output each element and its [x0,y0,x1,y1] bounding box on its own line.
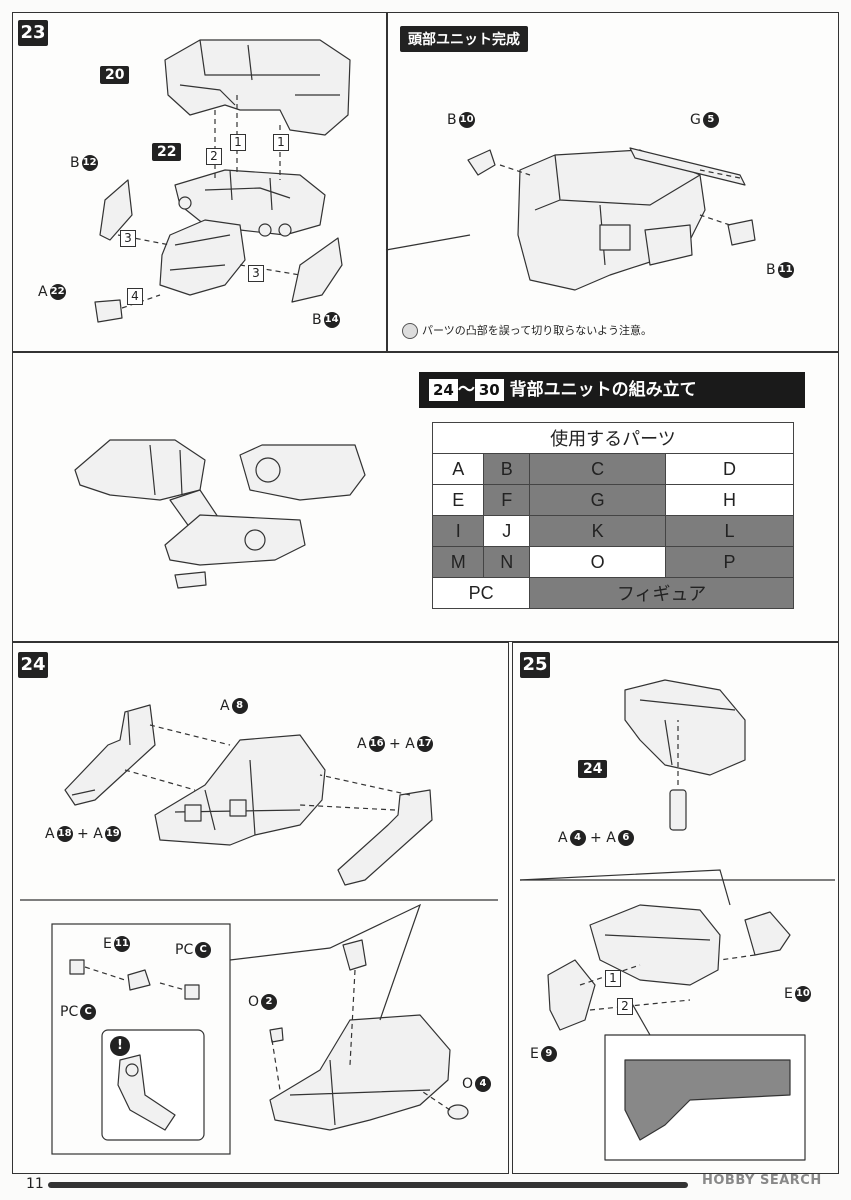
arm-a18-a19-illustration [64,704,156,806]
inset-frames [20,879,835,1155]
parts-cell-i: I [431,515,485,547]
order-box-1a: 1 [230,134,246,151]
parts-cell-k: K [529,515,667,547]
brand-watermark: HOBBY SEARCH [702,1173,822,1188]
panel-divider-23 [386,12,388,352]
tag-part-24: 24 [578,760,608,778]
back-unit-assembly-title: 24〜30 背部ユニットの組み立て [419,372,805,408]
parts-cell-figure: フィギュア [529,577,794,609]
warning-icon: ! [110,1036,130,1056]
block-a22-illustration [94,299,123,323]
footer-brush-stroke [48,1182,688,1188]
parts-cell-c: C [529,453,667,485]
tag-part-22: 22 [152,143,182,161]
order-box-4: 4 [127,288,143,305]
parts-cell-d: D [665,453,794,485]
parts-cell-n: N [483,546,531,578]
step25-unit-illustration [624,679,746,831]
head-frame-part-illustration [174,169,326,237]
inset-base-illustration [269,939,469,1131]
parts-cell-p: P [665,546,794,578]
part-b11-illustration [727,219,756,246]
caution-icon [402,323,418,339]
parts-cell-a: A [431,453,485,485]
parts-cell-f: F [483,484,531,516]
back-unit-overview-illustration [74,439,366,589]
step-number-24: 24 [18,652,48,678]
side-plate-b12-illustration [99,179,133,241]
caution-note: パーツの凸部を誤って切り取らないよう注意。 [402,322,652,339]
parts-cell-pc: PC [431,577,531,609]
side-plate-b14-illustration [291,237,343,303]
base-a8-illustration [154,734,326,846]
parts-cell-o: O [529,546,667,578]
parts-cell-e: E [431,484,485,516]
pc-joint-illustration [69,959,200,1000]
completed-head-illustration [517,149,706,291]
head-cover-part-illustration [164,39,351,136]
head-complete-title: 頭部ユニット完成 [400,26,528,52]
parts-cell-h: H [665,484,794,516]
step25-lower-illustration [547,904,806,1161]
page-number: 11 [26,1176,44,1192]
step-number-25: 25 [520,652,550,678]
order-box-3b: 3 [248,265,264,282]
order-box-2: 2 [206,148,222,165]
warning-detail-illustration [101,1029,205,1141]
order-box-25-2: 2 [617,998,633,1015]
parts-cell-b: B [483,453,531,485]
order-box-3a: 3 [120,230,136,247]
step-number-23: 23 [18,20,48,46]
parts-cell-j: J [483,515,531,547]
rail-g5-illustration [629,147,746,186]
parts-cell-m: M [431,546,485,578]
arm-a16-a17-illustration [337,789,433,886]
tag-part-20: 20 [100,66,130,84]
parts-cell-g: G [529,484,667,516]
part-b10-illustration [467,149,496,176]
parts-cell-l: L [665,515,794,547]
head-jaw-part-illustration [159,219,246,296]
order-box-1b: 1 [273,134,289,151]
order-box-25-1: 1 [605,970,621,987]
parts-table-header: 使用するパーツ [432,422,794,454]
